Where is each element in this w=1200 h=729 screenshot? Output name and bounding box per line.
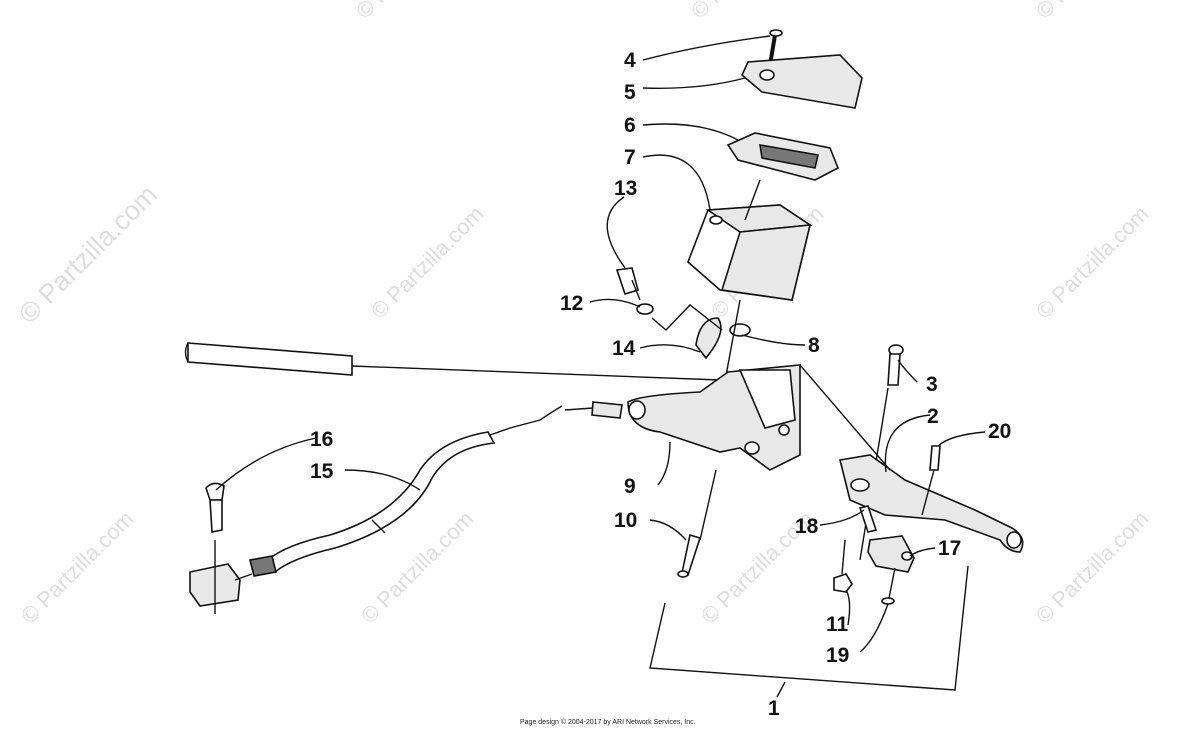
reservoir-cap xyxy=(741,54,863,109)
callout-2: 2 xyxy=(927,405,939,428)
callout-15: 15 xyxy=(310,460,334,483)
callout-10: 10 xyxy=(614,509,637,532)
callout-labels: 1 2 3 4 5 6 7 8 9 10 11 12 13 14 15 16 1… xyxy=(310,49,1011,720)
reservoir xyxy=(687,179,813,301)
footer-copyright: Page design © 2004-2017 by ARI Network S… xyxy=(520,718,696,726)
callout-17: 17 xyxy=(938,537,961,560)
callout-16: 16 xyxy=(310,428,333,451)
callout-8: 8 xyxy=(808,334,820,357)
watermark: © Partzilla.com xyxy=(1031,506,1154,629)
mount-screw xyxy=(615,267,654,315)
master-cylinder xyxy=(627,364,801,471)
watermark: © Partzilla.com xyxy=(16,506,139,629)
handlebar xyxy=(184,342,721,381)
callout-5: 5 xyxy=(624,81,636,104)
watermark: © Partzilla.com xyxy=(686,0,809,24)
callout-18: 18 xyxy=(795,515,819,538)
assembly-bracket xyxy=(649,565,969,691)
watermark: © Partzilla.com xyxy=(1031,0,1154,24)
lever-pin xyxy=(921,445,941,516)
watermark-large: © Partzilla.com xyxy=(13,179,163,329)
callout-14: 14 xyxy=(612,337,636,360)
watermark: © Partzilla.com xyxy=(351,0,474,24)
leader-zigzag xyxy=(651,304,723,331)
pusher-block xyxy=(867,535,915,573)
watermark: © Partzilla.com xyxy=(366,201,489,324)
leader-lines xyxy=(215,35,986,698)
callout-20: 20 xyxy=(988,420,1011,443)
callout-1: 1 xyxy=(768,697,780,720)
brake-lever xyxy=(839,454,1024,553)
diaphragm xyxy=(726,132,840,181)
watermark: © Partzilla.com xyxy=(1031,201,1154,324)
callout-3: 3 xyxy=(926,373,938,396)
callout-6: 6 xyxy=(624,114,636,137)
spring xyxy=(858,505,878,533)
callout-7: 7 xyxy=(624,146,636,169)
pivot-screw xyxy=(677,469,717,578)
washer xyxy=(881,567,896,605)
nut xyxy=(833,539,853,593)
callout-12: 12 xyxy=(560,292,583,315)
fitting xyxy=(564,401,623,419)
brake-line xyxy=(249,405,563,577)
callout-4: 4 xyxy=(624,49,636,72)
callout-13: 13 xyxy=(614,177,637,200)
callout-9: 9 xyxy=(624,475,636,498)
banjo-bolt xyxy=(189,482,253,614)
leader-lever xyxy=(799,364,891,471)
callout-19: 19 xyxy=(826,644,849,667)
callout-11: 11 xyxy=(826,613,849,636)
